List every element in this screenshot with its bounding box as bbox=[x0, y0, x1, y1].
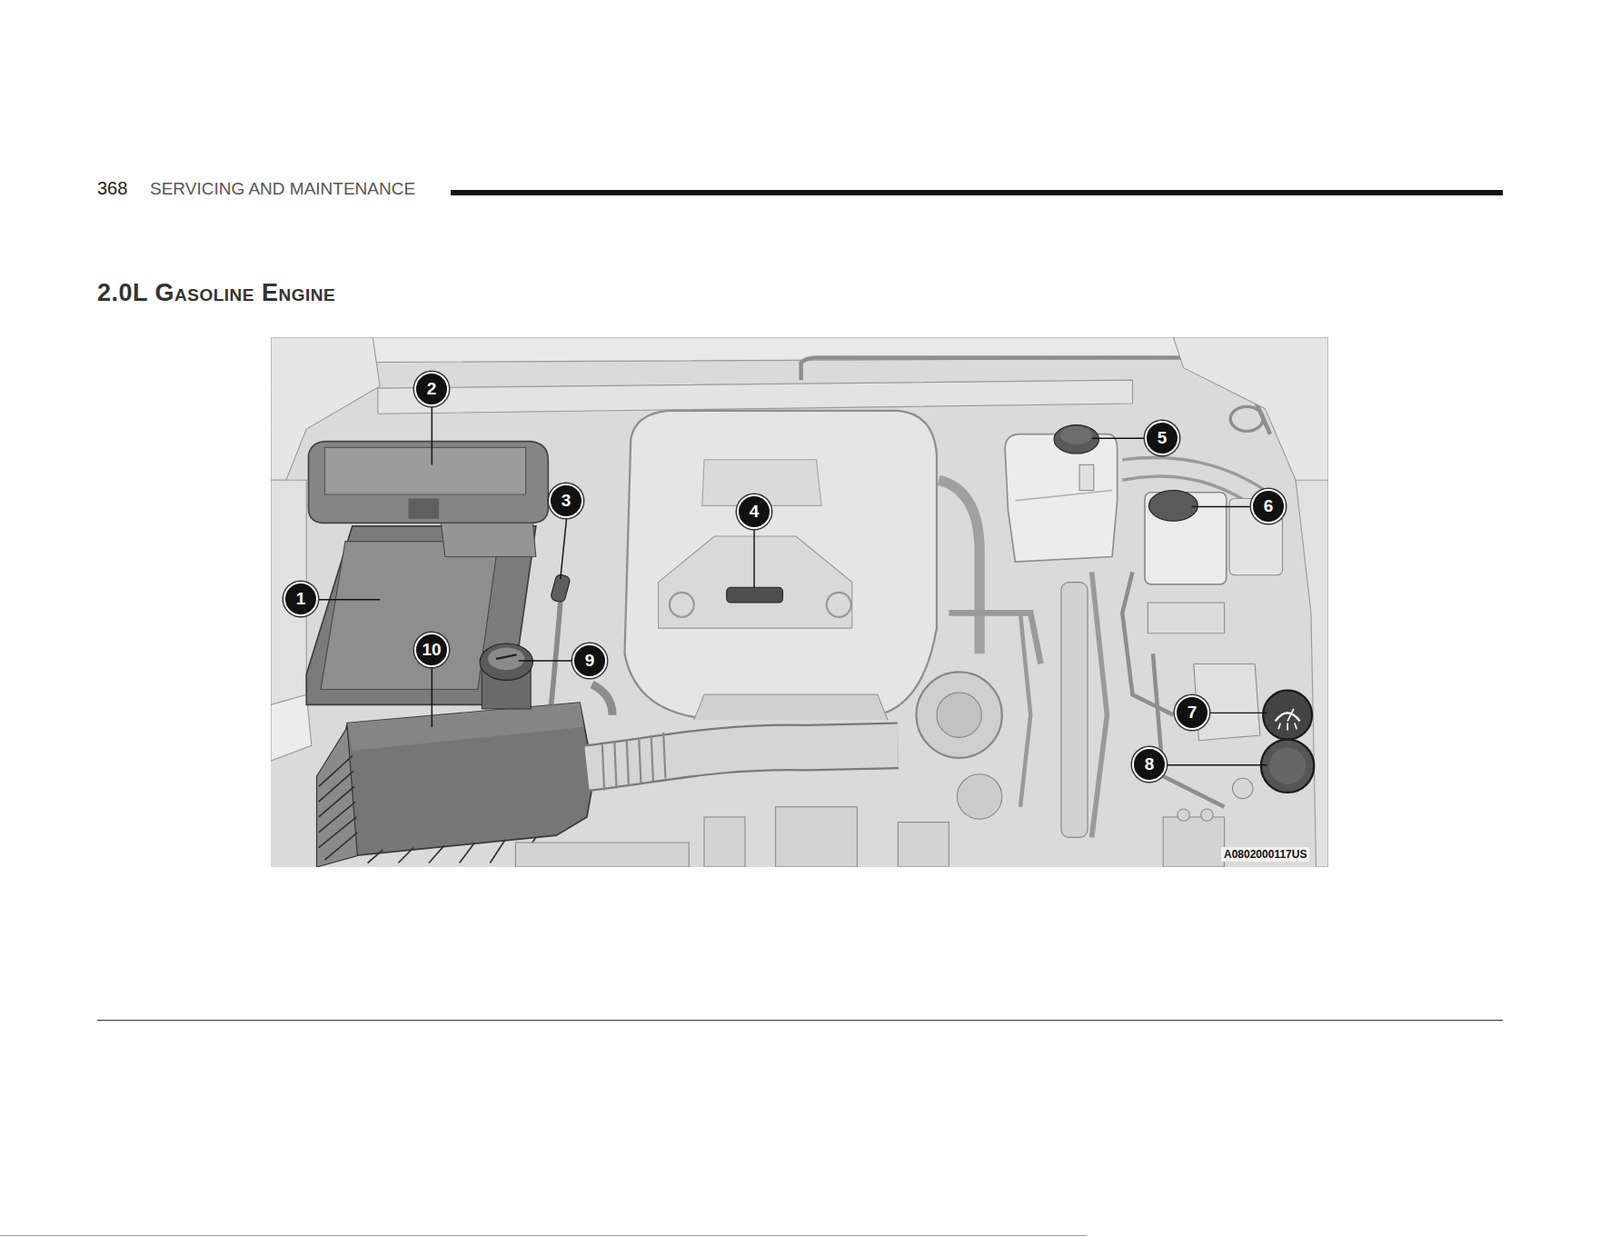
callout-number: 1 bbox=[283, 581, 319, 617]
section-header: SERVICING AND MAINTENANCE bbox=[149, 178, 416, 199]
page-number: 368 bbox=[97, 178, 128, 199]
callout-number: 4 bbox=[736, 494, 772, 529]
callout-number: 2 bbox=[414, 371, 449, 407]
callout-number: 3 bbox=[548, 483, 584, 518]
section-title: 2.0L Gasoline Engine bbox=[97, 278, 336, 308]
engine-bay-illustration bbox=[270, 337, 1329, 867]
callout-number: 8 bbox=[1132, 746, 1167, 782]
callout-number: 6 bbox=[1251, 488, 1286, 524]
page-edge-rule bbox=[0, 1234, 1087, 1236]
callout-number: 5 bbox=[1144, 420, 1180, 456]
header-rule bbox=[450, 189, 1503, 196]
figure-code: A0802000117US bbox=[1221, 846, 1310, 862]
callout-number: 7 bbox=[1174, 695, 1210, 730]
callout-number: 10 bbox=[414, 632, 449, 667]
footer-rule bbox=[97, 1019, 1503, 1021]
callout-number: 9 bbox=[572, 643, 607, 678]
